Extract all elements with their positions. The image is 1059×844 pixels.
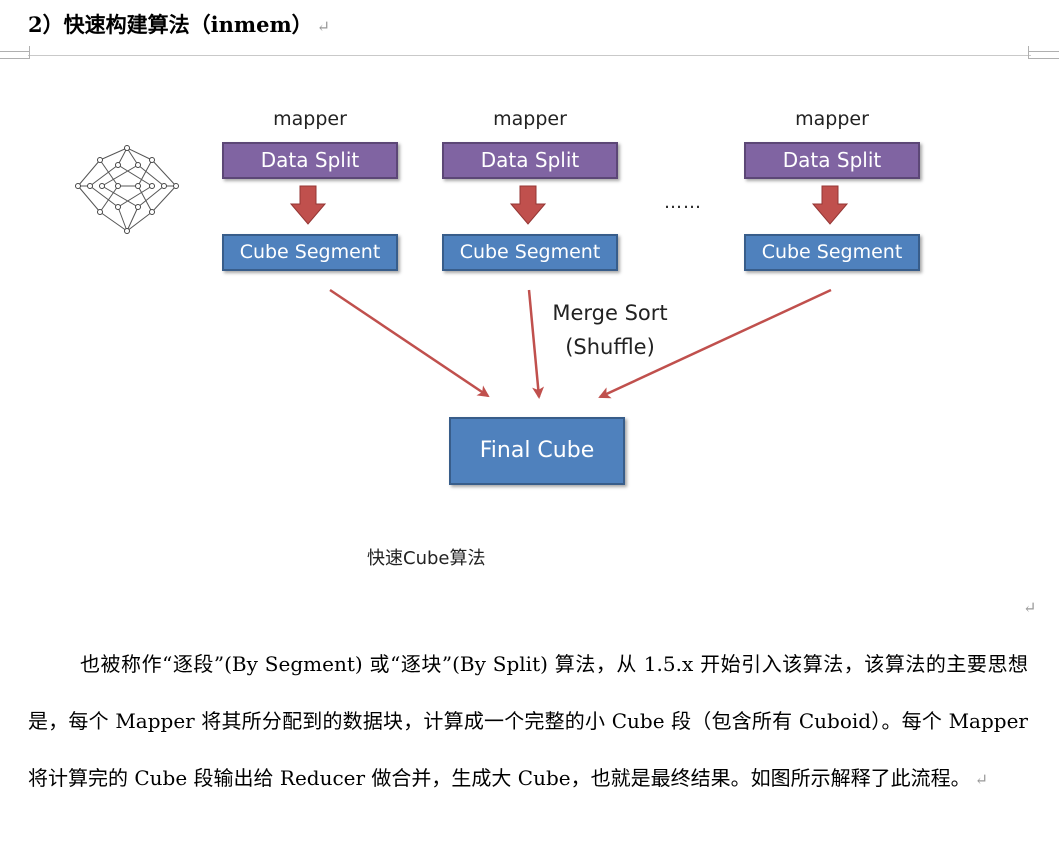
down-arrow-icon-1 <box>289 185 327 225</box>
merge-arrow-middle <box>527 289 545 399</box>
merge-sort-label: Merge Sort (Shuffle) <box>540 296 680 364</box>
cube-diagram: mapper mapper mapper Data Split Data Spl… <box>75 108 920 569</box>
paragraph-mark-icon: ↵ <box>316 17 331 36</box>
data-split-box-3: Data Split <box>744 142 920 179</box>
mapper-label-1: mapper <box>273 108 347 130</box>
paragraph-text: 也被称作“逐段”(By Segment) 或“逐块”(By Split) 算法，… <box>28 652 1028 790</box>
final-cube-box: Final Cube <box>449 417 625 485</box>
mapper-label-2: mapper <box>493 108 567 130</box>
heading-text: 2）快速构建算法（inmem） <box>28 12 313 37</box>
merge-arrow-left <box>329 288 490 398</box>
cube-segment-box-2: Cube Segment <box>442 234 618 271</box>
cube-segment-box-1: Cube Segment <box>222 234 398 271</box>
paragraph-mark-icon: ↵ <box>1023 598 1037 617</box>
margin-corner-left-icon <box>0 46 30 59</box>
section-heading: 2）快速构建算法（inmem）↵ <box>28 10 330 42</box>
lattice-icon <box>77 147 177 232</box>
margin-corner-right-icon <box>1028 46 1059 59</box>
page-margin-line <box>28 55 1031 56</box>
mapper-label-3: mapper <box>795 108 869 130</box>
ellipsis: …… <box>664 192 702 213</box>
data-split-box-1: Data Split <box>222 142 398 179</box>
diagram-graphics <box>75 145 849 399</box>
data-split-box-2: Data Split <box>442 142 618 179</box>
merge-sort-line1: Merge Sort <box>552 301 668 325</box>
down-arrow-icon-2 <box>509 185 547 225</box>
cube-segment-box-3: Cube Segment <box>744 234 920 271</box>
figure-caption: 快速Cube算法 <box>367 548 486 569</box>
body-paragraph: 也被称作“逐段”(By Segment) 或“逐块”(By Split) 算法，… <box>28 636 1028 808</box>
lattice-nodes <box>75 145 179 234</box>
down-arrow-icons <box>289 185 849 225</box>
paragraph-end-mark-icon: ↵ <box>974 770 989 789</box>
merge-sort-line2: (Shuffle) <box>565 335 655 359</box>
merge-arrow-right <box>598 288 832 399</box>
down-arrow-icon-3 <box>811 185 849 225</box>
